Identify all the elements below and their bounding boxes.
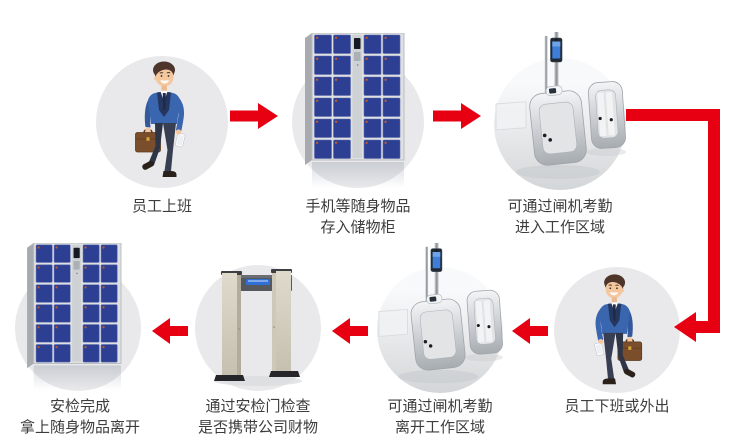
step-label-line: 拿上随身物品离开 (19, 419, 140, 436)
security-door-illustration (214, 269, 302, 386)
arrow-right-icon (433, 103, 481, 129)
step-label-employee-arrive: 员工上班 (67, 196, 257, 217)
step-label-store-items: 手机等随身物品 存入储物柜 (263, 196, 453, 238)
step-circle-employee-leave (554, 267, 680, 393)
step-label-line: 可通过闸机考勤 (387, 398, 493, 415)
step-label-line: 员工下班或外出 (564, 398, 670, 415)
step-circle-pickup-items (15, 265, 141, 391)
step-label-line: 进入工作区域 (514, 219, 605, 236)
step-circle-exit-gate (377, 242, 503, 393)
step-label-pickup-items: 安检完成 拿上随身物品离开 (0, 396, 175, 438)
worker-illustration (130, 60, 194, 182)
arrow-left-icon (332, 318, 368, 344)
step-label-line: 存入储物柜 (320, 219, 396, 236)
arrow-right-icon (230, 103, 278, 129)
arrow-left-icon (152, 318, 188, 344)
turnstile-illustration (378, 242, 503, 384)
step-label-exit-gate: 可通过闸机考勤 离开工作区域 (345, 396, 535, 438)
step-circle-employee-arrive (96, 56, 228, 188)
step-label-line: 安检完成 (49, 398, 110, 415)
step-label-line: 员工上班 (131, 198, 192, 215)
arrow-elbow-icon (626, 109, 720, 342)
step-label-employee-leave: 员工下班或外出 (522, 396, 712, 417)
step-label-enter-gate: 可通过闸机考勤 进入工作区域 (465, 196, 655, 238)
step-label-line: 可通过闸机考勤 (507, 198, 613, 215)
step-circle-security-check (195, 265, 321, 391)
step-label-line: 离开工作区域 (394, 419, 485, 436)
arrow-left-icon (512, 318, 548, 344)
step-label-line: 手机等随身物品 (305, 198, 411, 215)
step-label-line: 通过安检门检查 (205, 398, 311, 415)
step-circle-store-items (292, 56, 424, 188)
step-label-line: 是否携带公司财物 (197, 419, 318, 436)
locker-illustration (305, 33, 405, 189)
locker-illustration (27, 243, 122, 391)
step-label-security-check: 通过安检门检查 是否携带公司财物 (163, 396, 353, 438)
step-circle-enter-gate (494, 31, 626, 190)
